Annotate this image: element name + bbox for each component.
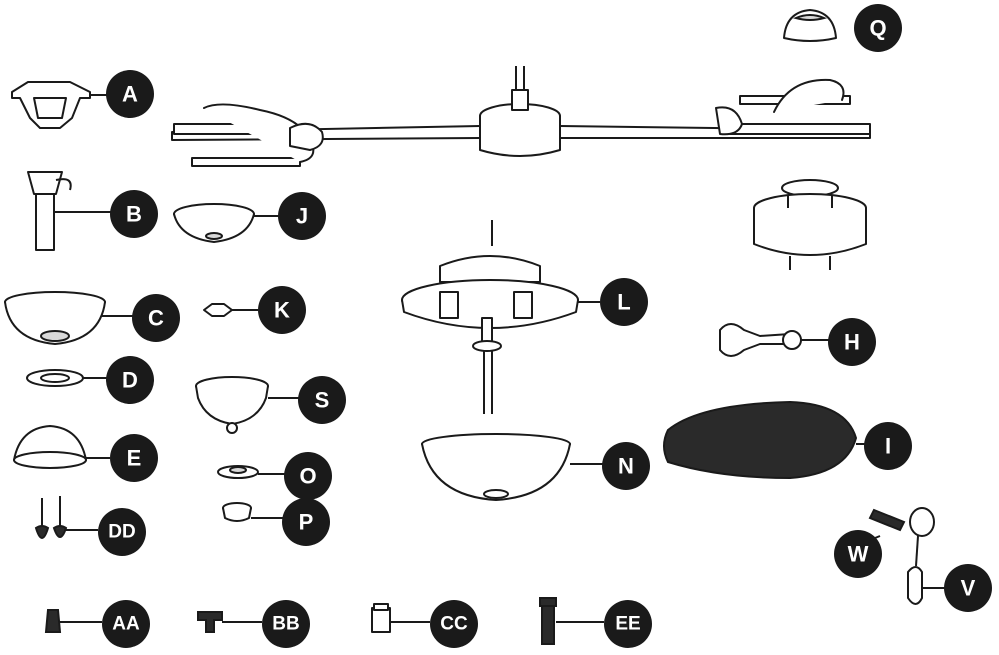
part-c-illustration: [4, 291, 134, 345]
callout-k: K: [258, 286, 306, 334]
callout-h-label: H: [844, 330, 860, 355]
part-dd-illustration: [34, 496, 98, 539]
callout-ee-label: EE: [615, 614, 640, 635]
callout-a: A: [106, 70, 154, 118]
callout-o-label: O: [299, 464, 316, 489]
callout-w: W: [834, 530, 882, 578]
part-q-illustration: [783, 9, 837, 42]
part-n-illustration: [421, 433, 604, 501]
callout-bb-label: BB: [272, 614, 299, 635]
callout-i-label: I: [885, 434, 891, 459]
callout-q: Q: [854, 4, 902, 52]
part-b-illustration: [27, 171, 112, 251]
part-cc-illustration: [371, 603, 430, 633]
callout-v: V: [944, 564, 992, 612]
callout-p-label: P: [299, 510, 314, 535]
callout-k-label: K: [274, 298, 290, 323]
callout-d-label: D: [122, 368, 138, 393]
callout-w-label: W: [848, 542, 869, 567]
part-d-illustration: [26, 369, 110, 387]
callout-o: O: [284, 452, 332, 500]
callout-dd: DD: [98, 508, 146, 556]
callout-a-label: A: [122, 82, 138, 107]
callout-l-label: L: [617, 290, 630, 315]
part-aa-illustration: [44, 609, 102, 633]
callout-n-label: N: [618, 454, 634, 479]
callout-ee: EE: [604, 600, 652, 648]
part-s-illustration: [195, 376, 300, 434]
part-wv-illustration: [868, 507, 946, 605]
part-h-illustration: [719, 323, 830, 357]
motor-arm-assembly-illustration: [171, 66, 871, 167]
callout-p: P: [282, 498, 330, 546]
callout-aa-label: AA: [112, 614, 140, 635]
part-a-illustration: [11, 81, 110, 129]
callout-c: C: [132, 294, 180, 342]
part-k-illustration: [203, 303, 258, 317]
motor-illustration: [753, 179, 867, 270]
callout-cc: CC: [430, 600, 478, 648]
part-e-illustration: [13, 425, 110, 469]
callout-dd-label: DD: [108, 522, 135, 543]
callout-j: J: [278, 192, 326, 240]
part-o-illustration: [217, 465, 286, 479]
callout-n: N: [602, 442, 650, 490]
part-ee-illustration: [539, 597, 604, 645]
part-l-illustration: [401, 220, 600, 414]
callout-e-label: E: [127, 446, 142, 471]
callout-b-label: B: [126, 202, 142, 227]
callout-s-label: S: [315, 388, 330, 413]
callout-e: E: [110, 434, 158, 482]
part-bb-illustration: [197, 611, 262, 633]
callout-q-label: Q: [869, 16, 886, 41]
callout-d: D: [106, 356, 154, 404]
part-j-illustration: [173, 203, 280, 243]
callout-cc-label: CC: [440, 614, 468, 635]
callout-l: L: [600, 278, 648, 326]
callout-bb: BB: [262, 600, 310, 648]
callout-s: S: [298, 376, 346, 424]
callout-v-label: V: [961, 576, 976, 601]
callout-b: B: [110, 190, 158, 238]
callout-c-label: C: [148, 306, 164, 331]
callout-i: I: [864, 422, 912, 470]
callout-j-label: J: [296, 204, 308, 229]
part-i-illustration: [663, 400, 870, 480]
callout-h: H: [828, 318, 876, 366]
part-p-illustration: [222, 502, 284, 522]
callout-aa: AA: [102, 600, 150, 648]
